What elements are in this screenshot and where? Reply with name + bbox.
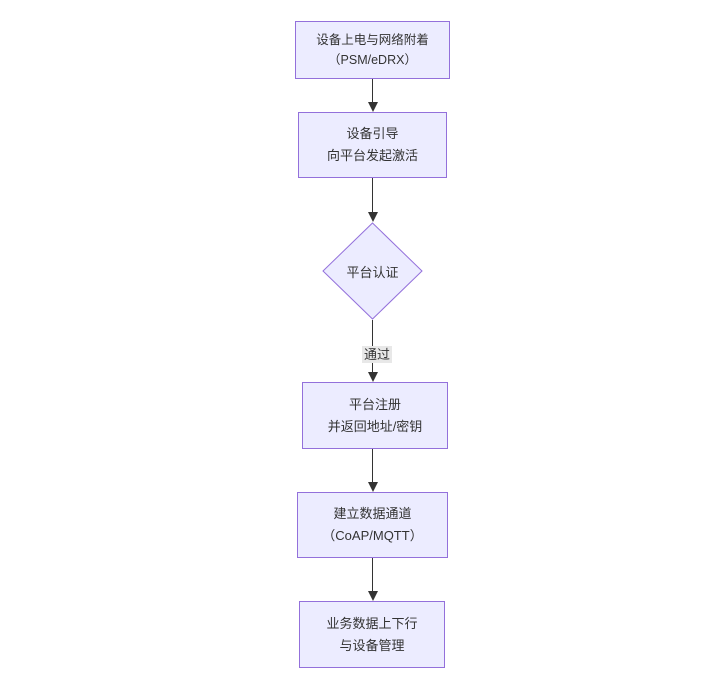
node-label: 业务数据上下行 — [326, 615, 418, 631]
edge-line — [372, 79, 373, 103]
node-label: （CoAP/MQTT） — [322, 528, 423, 543]
arrowhead-down-icon — [368, 372, 378, 382]
arrowhead-down-icon — [368, 482, 378, 492]
node-label: 向平台发起激活 — [326, 148, 418, 163]
node-data-channel: 建立数据通道 （CoAP/MQTT） — [297, 492, 448, 558]
node-label: 设备引导 — [346, 126, 399, 141]
node-power-attach: 设备上电与网络附着 （PSM/eDRX） — [295, 21, 450, 79]
node-label: 平台认证 — [346, 264, 399, 280]
arrowhead-down-icon — [368, 591, 378, 601]
node-bootstrap: 设备引导 向平台发起激活 — [298, 112, 447, 178]
node-business: 业务数据上下行 与设备管理 — [299, 601, 445, 668]
edge-line — [372, 449, 373, 483]
arrowhead-down-icon — [368, 212, 378, 222]
node-label: （PSM/eDRX） — [328, 53, 417, 67]
node-label: 与设备管理 — [339, 637, 405, 653]
edge-line — [372, 178, 373, 213]
node-label: 平台注册 — [348, 396, 401, 412]
node-register: 平台注册 并返回地址/密钥 — [302, 382, 448, 449]
node-auth-decision: 平台认证 — [322, 222, 423, 320]
diamond-shape — [322, 222, 423, 320]
edge-line — [372, 558, 373, 592]
node-label: 建立数据通道 — [333, 506, 412, 521]
edge-label-pass: 通过 — [361, 346, 393, 363]
arrowhead-down-icon — [368, 102, 378, 112]
node-label: 并返回地址/密钥 — [327, 418, 423, 434]
node-label: 设备上电与网络附着 — [316, 33, 429, 47]
